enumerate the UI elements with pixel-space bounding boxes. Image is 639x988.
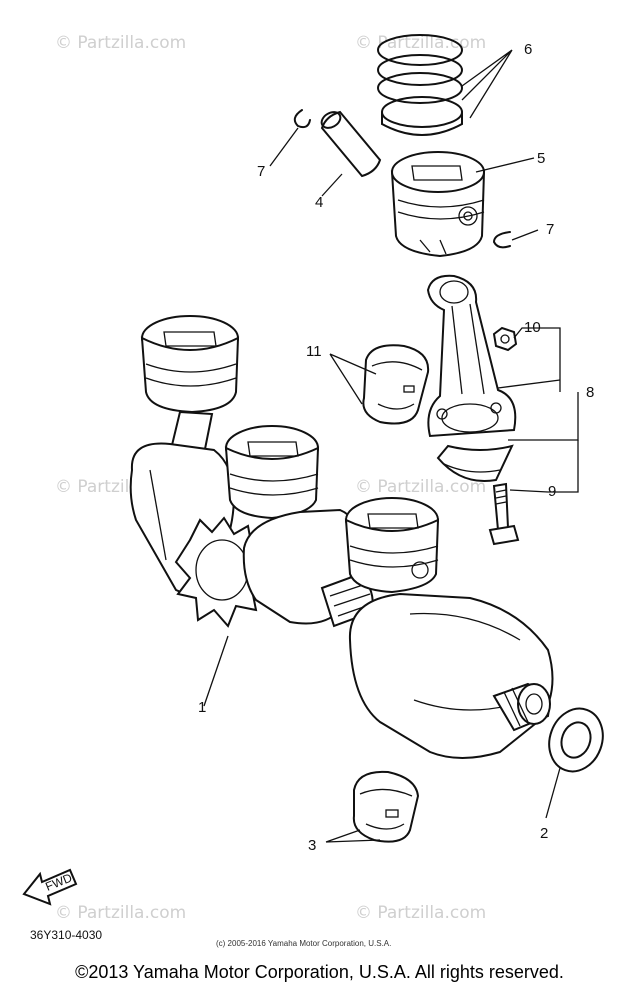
callout-7: 7 (546, 221, 554, 238)
callout-10: 10 (524, 319, 541, 336)
callout-3: 3 (308, 837, 316, 854)
callout-4: 4 (315, 194, 323, 211)
footer-copyright: ©2013 Yamaha Motor Corporation, U.S.A. A… (75, 962, 564, 982)
piston-pin-part-4[interactable] (319, 109, 382, 178)
bolt-part-9[interactable] (488, 482, 520, 546)
callout-5: 5 (537, 150, 545, 167)
callout-1: 1 (198, 699, 206, 716)
watermark: © Partzilla.com (55, 903, 186, 923)
bearing-part-11[interactable] (362, 344, 430, 425)
watermark: © Partzilla.com (55, 33, 186, 53)
piston-part-5[interactable] (390, 151, 486, 258)
connecting-rod-part-8[interactable] (426, 274, 517, 482)
piston-rings-part-6[interactable] (377, 34, 463, 136)
crankshaft-part-1[interactable] (129, 315, 554, 759)
oil-seal-part-2[interactable] (541, 701, 612, 779)
circlip-part-7[interactable] (293, 109, 311, 129)
callout-2: 2 (540, 825, 548, 842)
leader-lines (203, 49, 579, 843)
callout-7: 7 (257, 163, 265, 180)
callout-8: 8 (586, 384, 594, 401)
forward-arrow-icon: FWD (22, 868, 78, 906)
watermark: © Partzilla.com (355, 33, 486, 53)
circlip-part-7[interactable] (493, 231, 511, 249)
callout-6: 6 (524, 41, 532, 58)
small-copyright: (c) 2005-2016 Yamaha Motor Corporation, … (216, 939, 391, 948)
diagram-code: 36Y310-4030 (30, 928, 102, 942)
watermark: © Partzilla.com (355, 903, 486, 923)
bearing-part-3[interactable] (352, 770, 420, 843)
callout-11: 11 (306, 343, 322, 360)
watermark: © Partzilla.com (355, 477, 486, 497)
callout-9: 9 (548, 483, 556, 500)
nut-part-10[interactable] (492, 326, 518, 352)
